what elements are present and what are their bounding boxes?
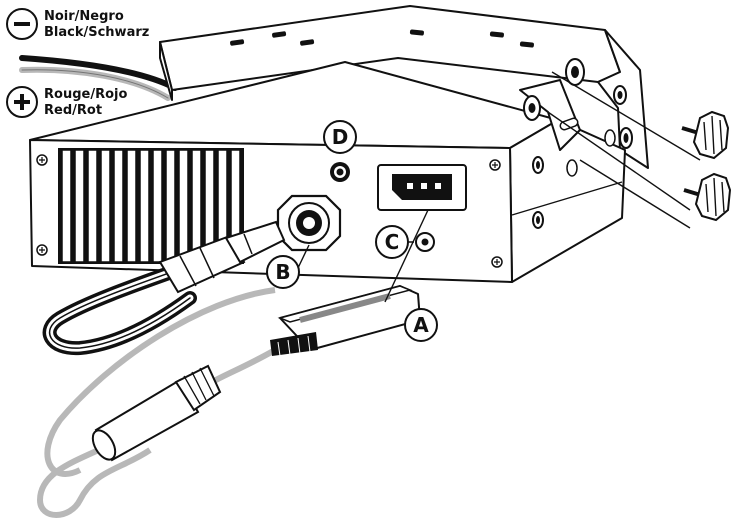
heatsink-fin	[100, 149, 111, 263]
heatsink-fin	[87, 149, 98, 263]
thumb-screw-icon	[681, 110, 730, 160]
callout-b: B	[266, 255, 300, 289]
callout-d-label: D	[332, 125, 349, 149]
corner-screw-icon	[489, 159, 501, 171]
corner-screw-icon	[36, 244, 48, 256]
callout-b-label: B	[275, 260, 290, 284]
antenna-connector	[276, 194, 342, 252]
legend-positive-line2: Red/Rot	[44, 103, 102, 118]
legend-negative: Noir/Negro Black/Schwarz	[6, 8, 149, 40]
heatsink-fin	[139, 149, 150, 263]
legend-positive: Rouge/Rojo Red/Rot	[6, 86, 127, 118]
heatsink-fin	[191, 149, 202, 263]
heatsink-fin	[178, 149, 189, 263]
antenna-cable	[42, 220, 286, 356]
heatsink-fin	[61, 149, 72, 263]
black-wire	[19, 55, 178, 91]
legend-negative-line2: Black/Schwarz	[44, 25, 149, 40]
heatsink-fin	[126, 149, 137, 263]
power-connector	[377, 164, 467, 211]
power-wires	[19, 55, 178, 101]
heatsink-fin	[113, 149, 124, 263]
heatsink-fin	[152, 149, 163, 263]
corner-screw-icon	[36, 154, 48, 166]
microphone-cable	[36, 287, 277, 518]
red-wire	[19, 66, 171, 101]
thumb-screw-icon	[683, 172, 731, 222]
mounting-bracket	[159, 5, 649, 169]
legend-negative-line1: Noir/Negro	[44, 9, 124, 24]
callout-c: C	[375, 225, 409, 259]
legend-positive-line1: Rouge/Rojo	[44, 87, 127, 102]
external-speaker-jack	[330, 162, 350, 182]
callout-c-label: C	[385, 230, 400, 254]
heatsink-fin	[165, 149, 176, 263]
callout-a-label: A	[413, 313, 429, 337]
callout-a: A	[404, 308, 438, 342]
accessory-jack	[415, 232, 435, 252]
callout-d: D	[323, 120, 357, 154]
heatsink-fin	[74, 149, 85, 263]
assembly-guide-lines	[544, 71, 701, 229]
corner-screw-icon	[491, 256, 503, 268]
ribbon-connector	[270, 285, 421, 357]
